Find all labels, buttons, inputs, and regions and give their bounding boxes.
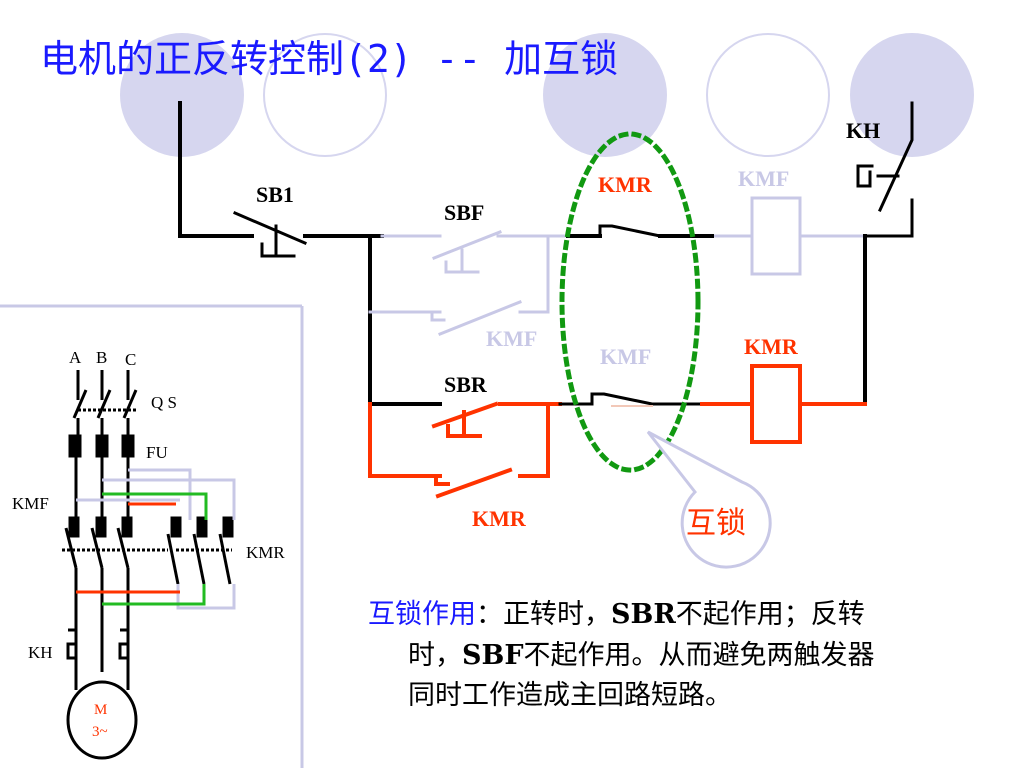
- kmr-main-label: KMR: [246, 543, 285, 562]
- slide-title: 电机的正反转控制(2) -- 加互锁: [40, 37, 619, 81]
- note-line2: 时，SBF不起作用。从而避免两触发器: [368, 636, 998, 677]
- kmf-coil-label: KMF: [738, 166, 790, 191]
- control-circuit: [178, 101, 914, 569]
- kmr-nc-contact-forward: [566, 224, 714, 238]
- sb1-stop-button: [233, 211, 307, 258]
- qs-label: Q S: [151, 393, 177, 412]
- interlock-callout: [646, 430, 772, 569]
- main-circuit-frame: [0, 304, 304, 768]
- note-sbf: SBF: [462, 639, 524, 671]
- sb1-label: SB1: [256, 182, 294, 207]
- motor-m-label: M: [94, 702, 108, 718]
- kh-label: KH: [846, 118, 881, 143]
- reverse-rung-active: [368, 364, 867, 499]
- kmr-nc-contact-label: KMR: [598, 172, 652, 197]
- kmf-hold-contact-label: KMF: [486, 326, 538, 351]
- interlock-bubble-text: 互锁: [686, 506, 746, 541]
- note-part5: 同时工作造成主回路短路。: [408, 680, 732, 711]
- phase-c-label: C: [125, 350, 137, 369]
- kh-main-label: KH: [28, 643, 53, 662]
- note-part4: 不起作用。从而避免两触发器: [523, 639, 875, 671]
- note-part3: 时，: [408, 639, 462, 671]
- phase-b-label: B: [96, 348, 108, 367]
- supply-wire-left: [178, 101, 254, 238]
- note-part1: 正转时，: [503, 599, 611, 630]
- note-sbr: SBR: [611, 599, 676, 630]
- decorative-circles: [120, 33, 974, 157]
- note-keyword: 互锁作用: [368, 599, 476, 630]
- kmr-hold-contact-label: KMR: [472, 506, 526, 531]
- kmr-coil-label: KMR: [744, 334, 798, 359]
- note-part2: 不起作用；反转: [675, 599, 865, 630]
- main-power-circuit: [62, 370, 236, 760]
- forward-rung-faded: [368, 196, 867, 336]
- kmf-nc-contact-label: KMF: [600, 344, 652, 369]
- interlock-ring: [559, 131, 701, 473]
- note-colon: ：: [476, 599, 503, 630]
- kh-overload-contact: [856, 101, 914, 406]
- interlock-note: 互锁作用：正转时，SBR不起作用；反转 时，SBF不起作用。从而避免两触发器 同…: [368, 595, 998, 717]
- phase-a-label: A: [69, 348, 82, 367]
- kmf-main-label: KMF: [12, 494, 49, 513]
- motor-phase-label: 3~: [92, 724, 108, 740]
- fu-label: FU: [146, 443, 168, 462]
- sbr-label: SBR: [444, 372, 487, 397]
- sbf-label: SBF: [444, 200, 485, 225]
